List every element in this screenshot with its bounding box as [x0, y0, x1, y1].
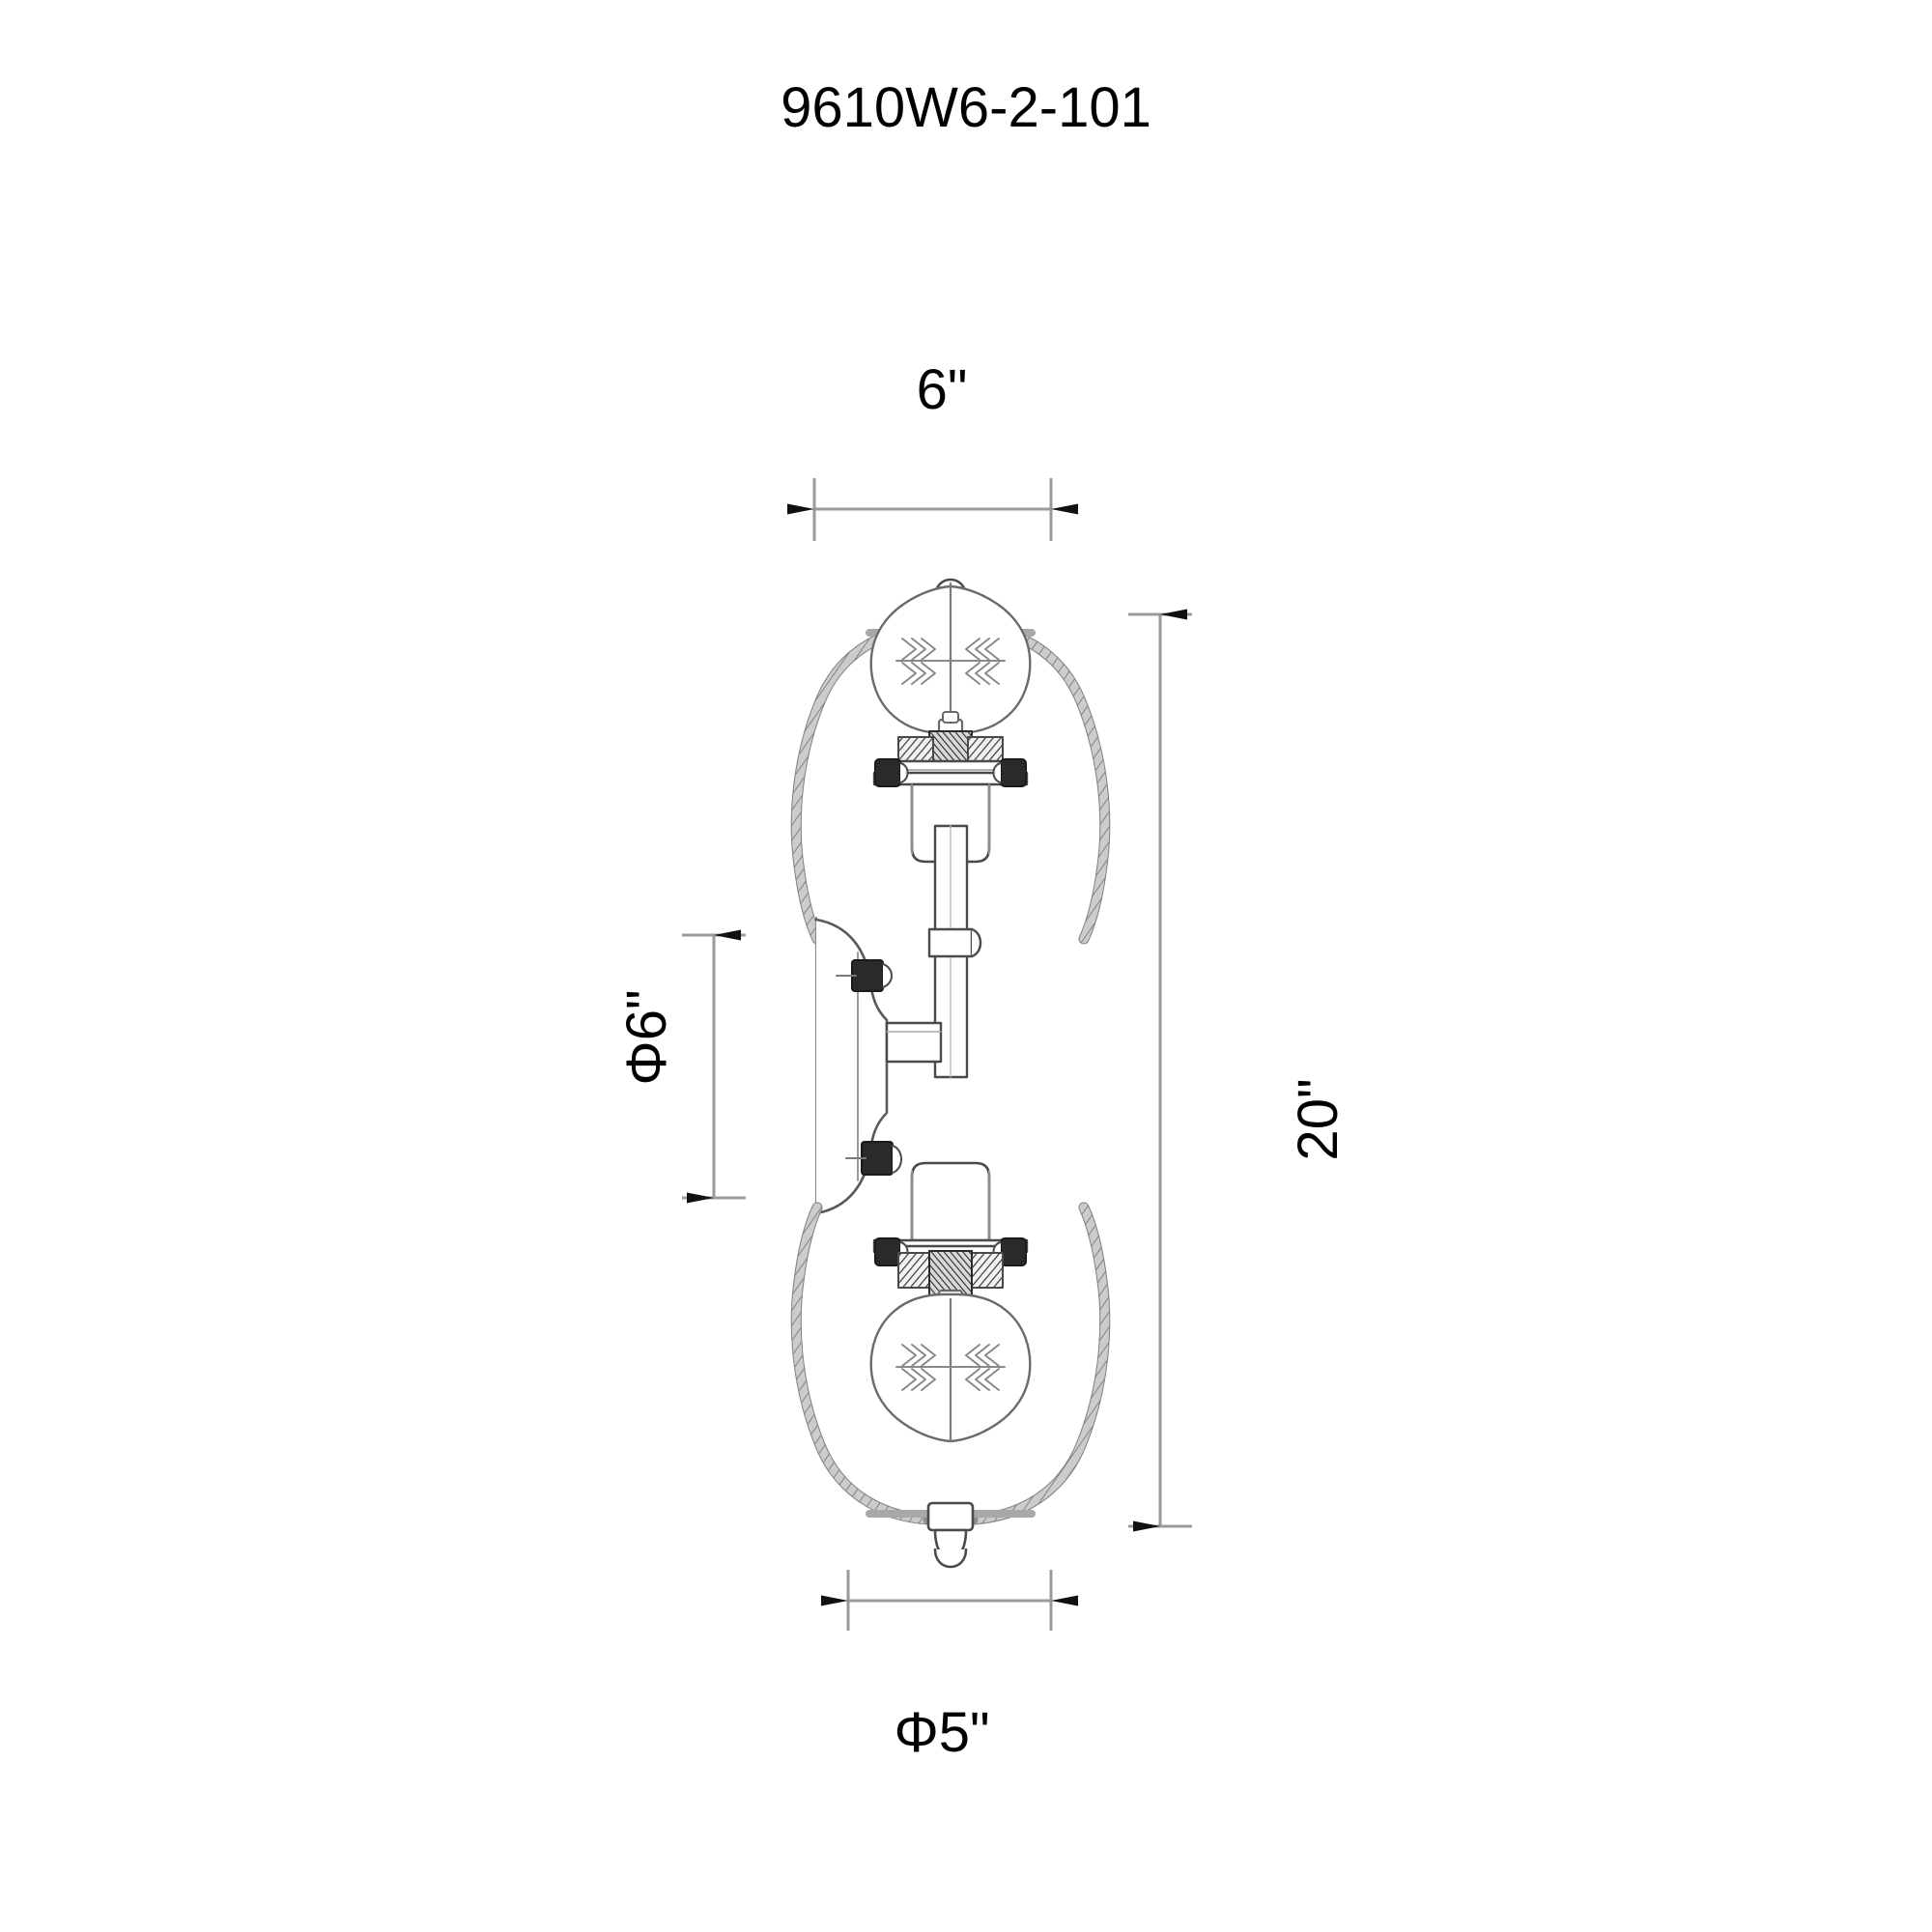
upper-clamp-bolt-right — [992, 758, 1027, 787]
upper-bulb — [869, 582, 1032, 739]
page-title: 9610W6-2-101 — [781, 76, 1151, 139]
dimension-right — [1128, 609, 1192, 1532]
upper-clamp-bolt-left — [874, 758, 909, 787]
lower-socket — [872, 1161, 1029, 1296]
dimension-label-shade-diameter: Φ5" — [894, 1701, 990, 1764]
dimension-top — [787, 478, 1078, 541]
dimension-bottom — [821, 1570, 1078, 1631]
backplate-screw-top — [836, 959, 893, 992]
upper-socket — [872, 730, 1029, 864]
lower-bulb — [869, 1289, 1032, 1443]
dimension-left — [682, 929, 746, 1204]
wall-backplate — [814, 916, 943, 1217]
center-stem — [927, 824, 982, 1079]
lower-bulb-cage — [790, 1202, 1111, 1569]
dimension-label-width: 6" — [916, 358, 968, 421]
backplate-screw-bottom — [845, 1141, 902, 1176]
